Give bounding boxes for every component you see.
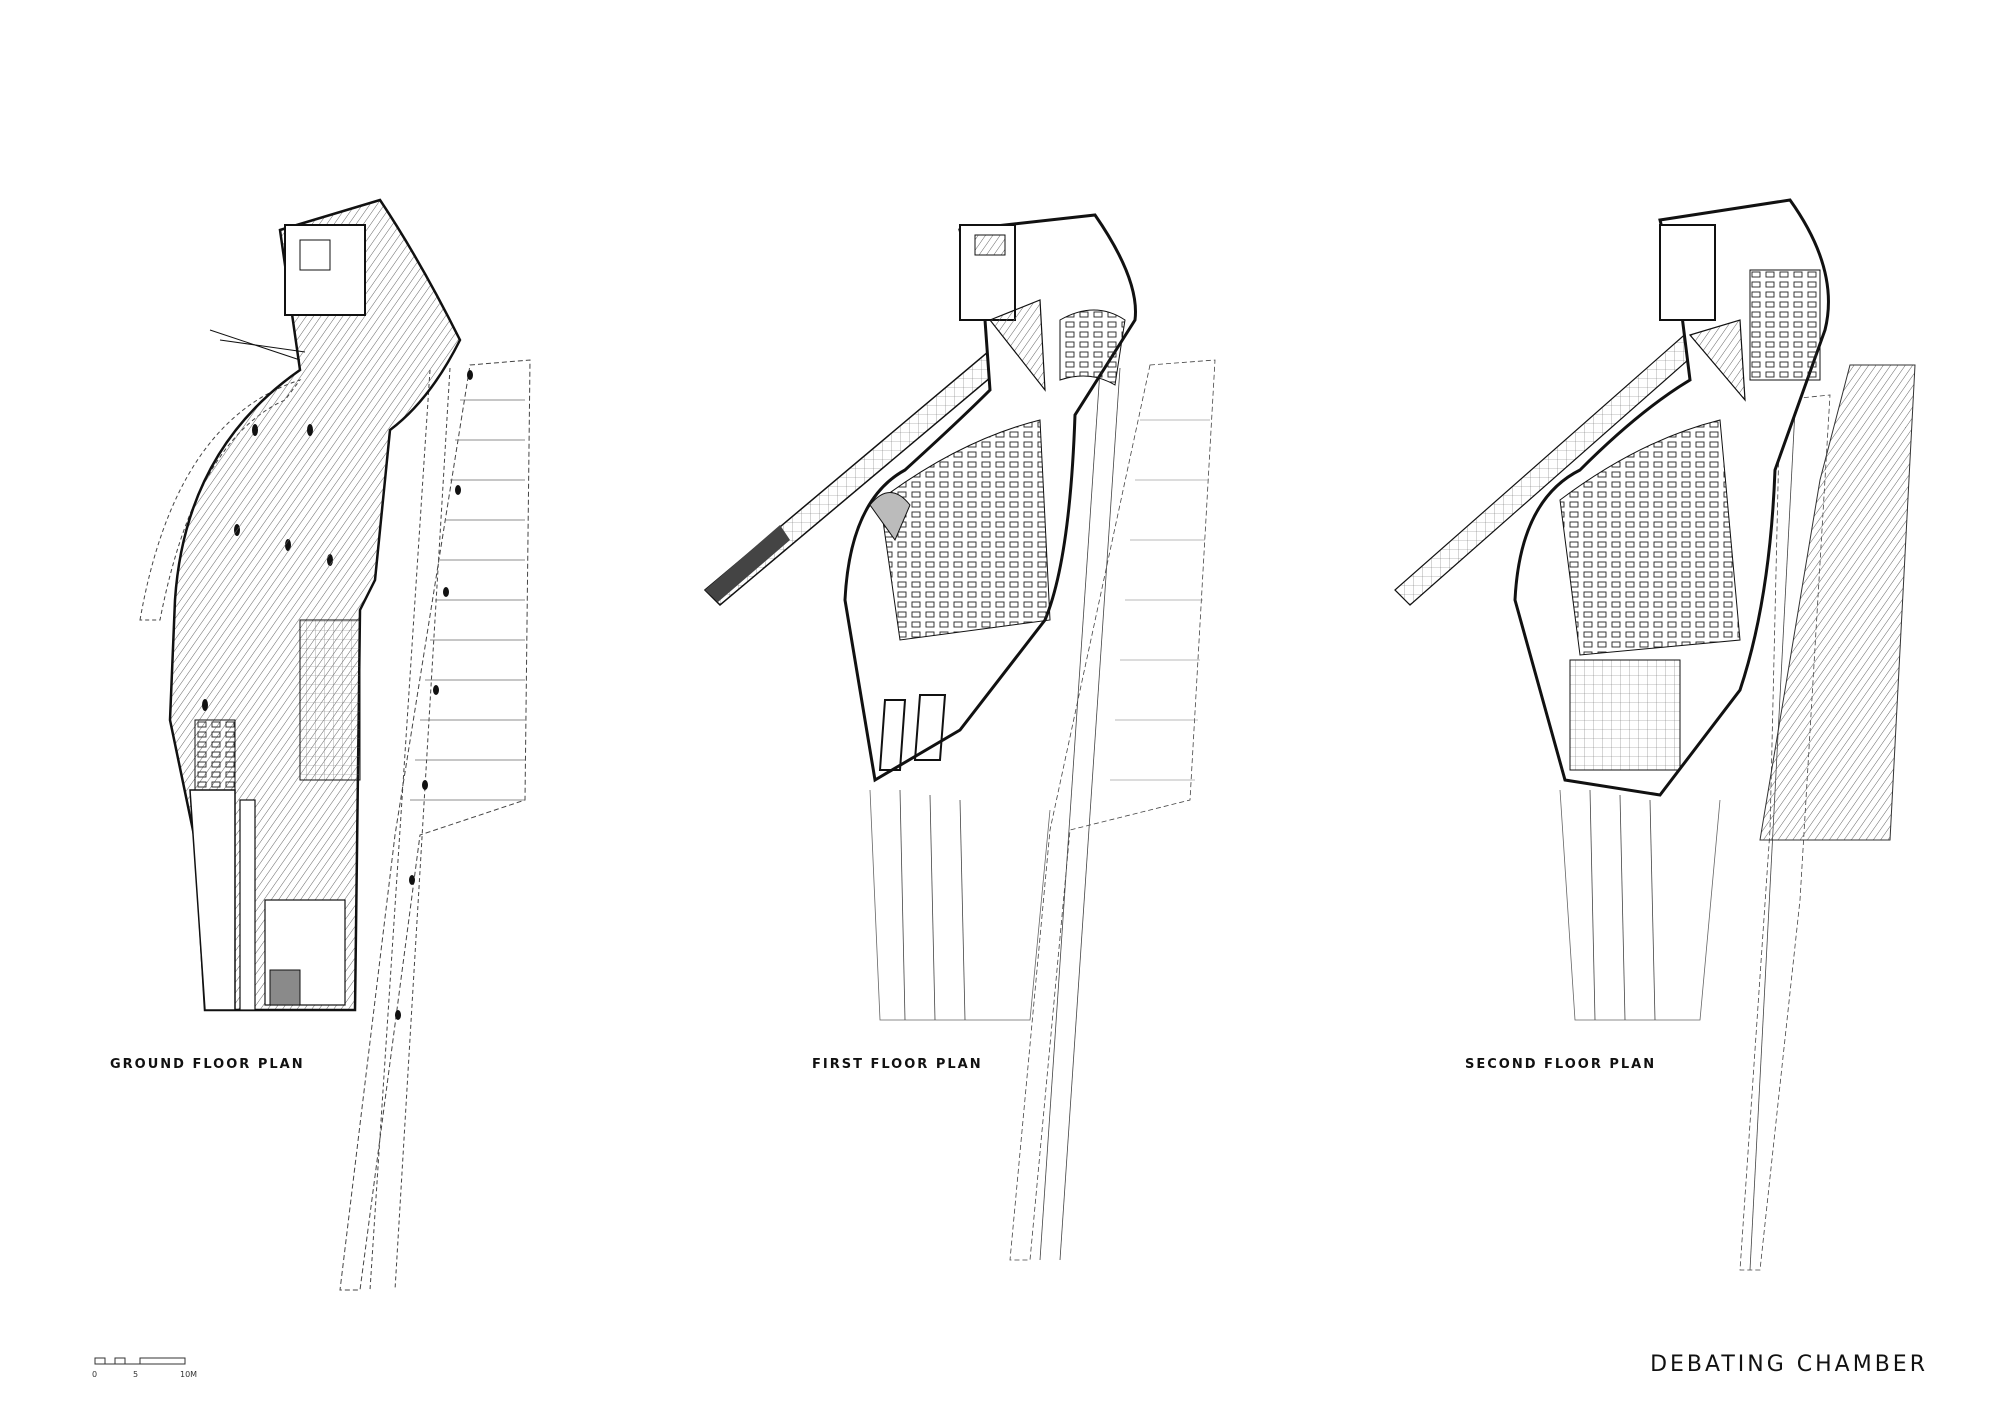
first-floor-plan-label: FIRST FLOOR PLAN xyxy=(812,1057,983,1072)
second-lower-stepped-seats xyxy=(1569,659,1681,771)
scale-bar xyxy=(94,1357,186,1365)
second-floor-plan-label: SECOND FLOOR PLAN xyxy=(1465,1057,1657,1072)
ground-floor-plan-label: GROUND FLOOR PLAN xyxy=(110,1057,305,1072)
second-chamber-seating xyxy=(1559,419,1741,656)
scale-label-5: 5 xyxy=(133,1370,139,1379)
ground-seating-area xyxy=(194,619,361,791)
ground-floor-plan xyxy=(139,198,531,1291)
second-floor-plan xyxy=(1394,198,1916,1271)
first-canopy-grid xyxy=(869,359,1216,1261)
first-committee-seating xyxy=(1059,309,1126,386)
first-floor-plan xyxy=(703,213,1216,1261)
scale-label-10: 10M xyxy=(180,1370,198,1379)
second-roof-louvres xyxy=(1759,364,1916,841)
first-chamber-seating xyxy=(869,419,1051,641)
sheet-title: DEBATING CHAMBER xyxy=(1650,1352,1928,1377)
second-office-area xyxy=(1749,269,1821,381)
scale-label-0: 0 xyxy=(92,1370,98,1379)
